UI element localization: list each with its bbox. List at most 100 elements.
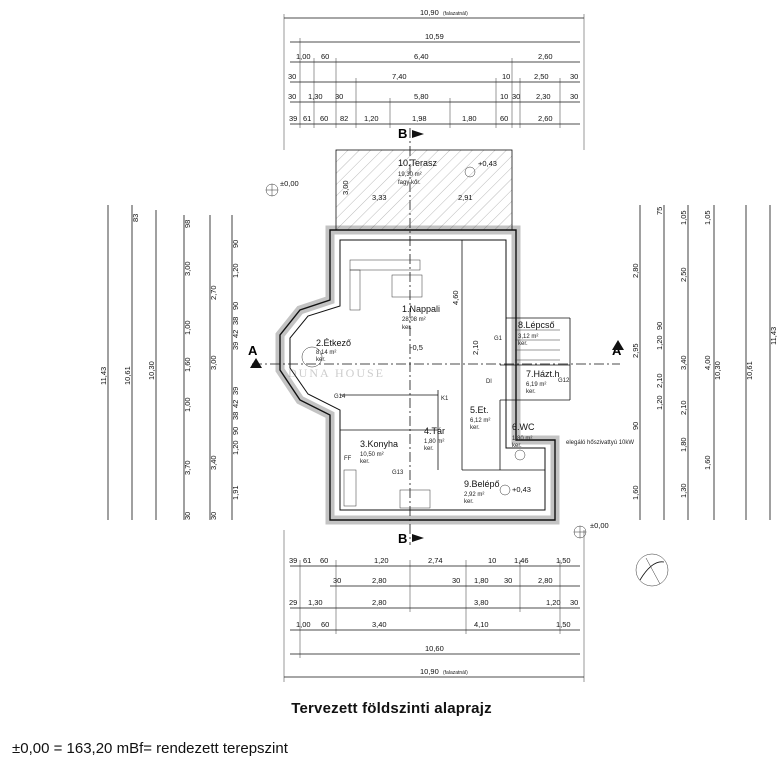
bottom-row1-7: 1,50	[556, 556, 571, 565]
top-row3-3: 2,60	[538, 52, 553, 61]
label-hmv: elegáló hőszivattyú 10kW	[566, 440, 634, 446]
top-overall-dim: 10,90	[420, 8, 439, 17]
right-dim-7: 2,50	[679, 267, 688, 282]
right-dim-4: 3,40	[679, 355, 688, 370]
left-dim-9: 1,00	[183, 397, 192, 412]
left-dim-26: 30	[183, 512, 192, 520]
bottom-overall-dim: 10,90	[420, 667, 439, 676]
right-dim-19: 2,10	[655, 373, 664, 388]
room-6-area: 1,80 m²	[512, 436, 532, 442]
left-dim-13: 1,91	[231, 485, 240, 500]
top-row5-5: 30	[512, 92, 520, 101]
room-3-floor: ker.	[360, 459, 370, 465]
left-dim-3: 3,00	[183, 261, 192, 276]
left-dim-15: 98	[183, 220, 192, 228]
label-g13: G13	[392, 470, 404, 476]
level-4: ±0,00	[590, 521, 609, 530]
label-g12: G12	[558, 378, 570, 384]
bottom-dimension-chains: 39 61 60 1,20 2,74 10 1,46 1,50 30 2,80 …	[283, 530, 585, 682]
left-dim-7: 1,60	[183, 357, 192, 372]
left-dim-2: 10,30	[147, 361, 156, 380]
right-dim-9: 1,05	[679, 210, 688, 225]
bottom-row3-4: 1,20	[546, 598, 561, 607]
room-9-area: 2,92 m²	[464, 492, 484, 498]
top-row4-1: 7,40	[392, 72, 407, 81]
top-row5-0: 30	[288, 92, 296, 101]
left-dim-18: 42	[231, 330, 240, 338]
label-k1: K1	[441, 396, 449, 402]
top-row5-6: 2,30	[536, 92, 551, 101]
section-a-right: A	[612, 343, 622, 358]
top-row6-1: 61	[303, 114, 311, 123]
right-dim-5: 2,95	[631, 343, 640, 358]
right-dim-3: 4,00	[703, 355, 712, 370]
right-dimension-chains: 11,43 10,61 10,30 4,00 3,40 2,95 2,80 2,…	[631, 205, 778, 520]
room-labels: 1.Nappali 28,08 m² ker. 2.Étkező 8,14 m²…	[316, 158, 560, 505]
room-9-name: 9.Belépő	[464, 479, 500, 489]
bottom-row1-5: 10	[488, 556, 496, 565]
plan-title: Tervezett földszinti alaprajz	[291, 700, 492, 717]
right-dim-8: 1,05	[703, 210, 712, 225]
top-row6-5: 1,98	[412, 114, 427, 123]
label-h: 4,60	[451, 290, 460, 305]
right-dim-18: 1,60	[631, 485, 640, 500]
room-7-name: 7.Házt.h	[526, 369, 560, 379]
left-dim-17: 38	[231, 317, 240, 325]
bottom-row1-3: 1,20	[374, 556, 389, 565]
bottom-row4-4: 1,50	[556, 620, 571, 629]
bottom-row2-3: 1,80	[474, 576, 489, 585]
room-8-floor: ker.	[518, 341, 528, 347]
top-row6-3: 82	[340, 114, 348, 123]
level-note: ±0,00 = 163,20 mBf= rendezett terepszint	[12, 740, 288, 757]
section-a-left: A	[248, 343, 258, 358]
bottom-row3-0: 29	[289, 598, 297, 607]
right-dim-20: 2,10	[679, 400, 688, 415]
room-6-floor: ker.	[512, 443, 522, 449]
left-dim-0: 11,43	[99, 367, 108, 385]
right-dim-1: 10,61	[745, 361, 754, 380]
right-dim-6: 2,80	[631, 263, 640, 278]
top-row4-3: 2,50	[534, 72, 549, 81]
top-row5-4: 10	[500, 92, 508, 101]
bottom-row1-1: 61	[303, 556, 311, 565]
bottom-row3-3: 3,80	[474, 598, 489, 607]
bottom-row3-1: 1,30	[308, 598, 323, 607]
left-dim-22: 42	[231, 400, 240, 408]
right-dim-13: 90	[631, 422, 640, 430]
bottom-row1-2: 60	[320, 556, 328, 565]
house-walls	[275, 225, 571, 525]
room-7-floor: ker.	[526, 389, 536, 395]
room-2-name: 2.Étkező	[316, 338, 351, 348]
room-4-area: 1,80 m²	[424, 439, 444, 445]
top-row4-0: 30	[288, 72, 296, 81]
top-row3-0: 1,00	[296, 52, 311, 61]
left-dim-12: 1,20	[231, 440, 240, 455]
room-2-area: 8,14 m²	[316, 350, 336, 356]
left-dim-25: 30	[209, 512, 218, 520]
label-g14: G14	[334, 394, 346, 400]
plan-misc-labels: G14 G13 G12 G1 K1 Dl FF elegáló hőszivat…	[334, 180, 634, 476]
right-dim-2: 10,30	[713, 361, 722, 380]
left-dim-21: 39	[231, 387, 240, 395]
left-dim-11: 3,40	[209, 455, 218, 470]
right-dim-14: 1,20	[655, 395, 664, 410]
furniture	[301, 259, 560, 509]
left-dim-23: 38	[231, 412, 240, 420]
level-0: ±0,00	[280, 179, 299, 188]
left-dim-10: 3,70	[183, 460, 192, 475]
top-row6-6: 1,80	[462, 114, 477, 123]
bottom-row1-4: 2,74	[428, 556, 443, 565]
room-4-floor: ker.	[424, 446, 434, 452]
label-h3: 3,00	[341, 180, 350, 195]
top-row5-1: 1,30	[308, 92, 323, 101]
room-5-area: 6,12 m²	[470, 418, 490, 424]
section-markers: B B A A	[248, 126, 624, 546]
room-1-name: 1.Nappali	[402, 304, 440, 314]
north-arrow-icon	[635, 553, 669, 587]
top-row6-0: 39	[289, 114, 297, 123]
label-t: 2,91	[458, 193, 473, 202]
left-dim-20: 90	[231, 302, 240, 310]
bottom-row3-5: 30	[570, 598, 578, 607]
level-3: +0,43	[512, 485, 531, 494]
